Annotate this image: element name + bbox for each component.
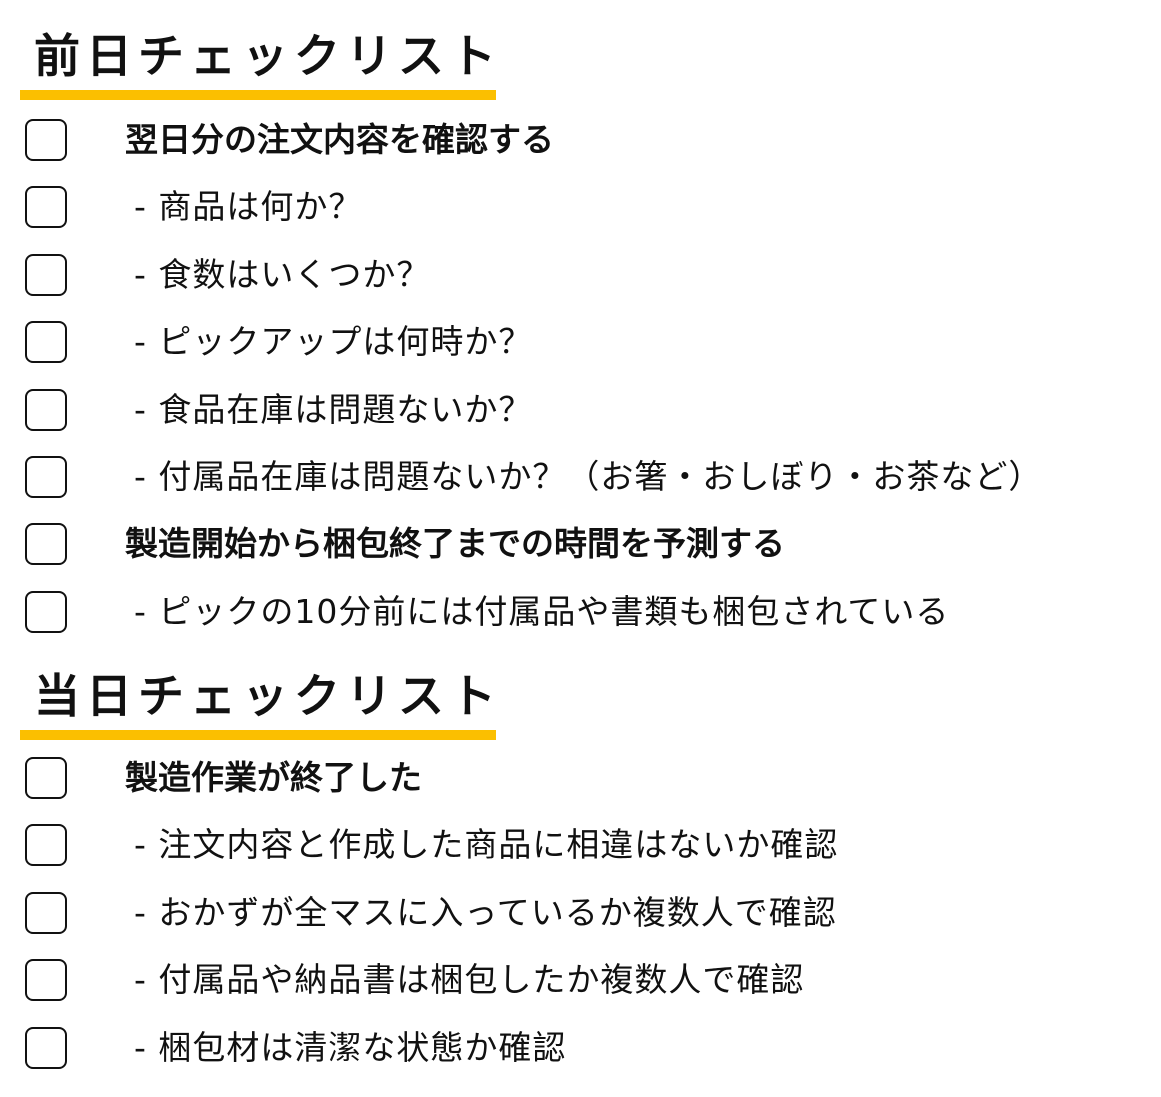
checklist-subitem-label: - 注文内容と作成した商品に相違はないか確認 xyxy=(134,825,839,865)
checkbox[interactable] xyxy=(25,1026,67,1069)
checkbox[interactable] xyxy=(25,253,67,296)
title-underline xyxy=(20,730,496,740)
section-title: 前日チェックリスト xyxy=(34,29,502,83)
checkbox[interactable] xyxy=(25,590,67,633)
checkbox[interactable] xyxy=(25,456,67,498)
checklist-subitem-label: - 梱包材は清潔な状態か確認 xyxy=(134,1027,567,1067)
checkbox[interactable] xyxy=(25,824,67,867)
checklist-item: - 注文内容と作成した商品に相違はないか確認 xyxy=(0,823,1161,867)
title-underline xyxy=(20,90,496,100)
checklist-subitem-label: - 付属品在庫は問題ないか？（お箸・おしぼり・お茶など） xyxy=(134,457,1043,496)
checklist-item: - 梱包材は清潔な状態か確認 xyxy=(0,1026,1161,1070)
checklist-item: - 食数はいくつか？ xyxy=(0,253,1161,297)
checklist-subitem-label: - ピックの10分前には付属品や書類も梱包されている xyxy=(134,591,950,631)
checklist-item: - 食品在庫は問題ないか？ xyxy=(0,388,1161,432)
checklist-item: - ピックアップは何時か？ xyxy=(0,320,1161,364)
checklist-subitem-label: - おかずが全マスに入っているか複数人で確認 xyxy=(134,892,837,932)
checklist-item: - ピックの10分前には付属品や書類も梱包されている xyxy=(0,590,1161,634)
checklist-item: - おかずが全マスに入っているか複数人で確認 xyxy=(0,891,1161,935)
checkbox[interactable] xyxy=(25,119,67,161)
checklist-item: 製造開始から梱包終了までの時間を予測する xyxy=(0,522,1161,566)
checkbox[interactable] xyxy=(25,959,67,1002)
checklist-subitem-label: - 食数はいくつか？ xyxy=(134,254,431,294)
checkbox[interactable] xyxy=(25,523,67,566)
checklist-item: 製造作業が終了した xyxy=(0,756,1161,800)
checkbox[interactable] xyxy=(25,321,67,364)
checkbox[interactable] xyxy=(25,891,67,934)
checklist-item-label: 製造開始から梱包終了までの時間を予測する xyxy=(125,524,785,564)
checkbox[interactable] xyxy=(25,388,67,431)
checklist-subitem-label: - ピックアップは何時か？ xyxy=(134,322,533,362)
section-title: 当日チェックリスト xyxy=(34,669,502,723)
checklist-subitem-label: - 付属品や納品書は梱包したか複数人で確認 xyxy=(134,960,805,1000)
checklist-item: 翌日分の注文内容を確認する xyxy=(0,118,1161,162)
checklist-item: - 付属品在庫は問題ないか？（お箸・おしぼり・お茶など） xyxy=(0,455,1161,499)
checklist-item: - 商品は何か？ xyxy=(0,185,1161,229)
checklist-item-label: 製造作業が終了した xyxy=(125,758,422,797)
checklist-subitem-label: - 商品は何か？ xyxy=(134,187,363,227)
checkbox[interactable] xyxy=(25,757,67,799)
checklist-subitem-label: - 食品在庫は問題ないか？ xyxy=(134,389,533,429)
checkbox[interactable] xyxy=(25,186,67,229)
checklist-item: - 付属品や納品書は梱包したか複数人で確認 xyxy=(0,958,1161,1002)
checklist-item-label: 翌日分の注文内容を確認する xyxy=(125,120,554,159)
